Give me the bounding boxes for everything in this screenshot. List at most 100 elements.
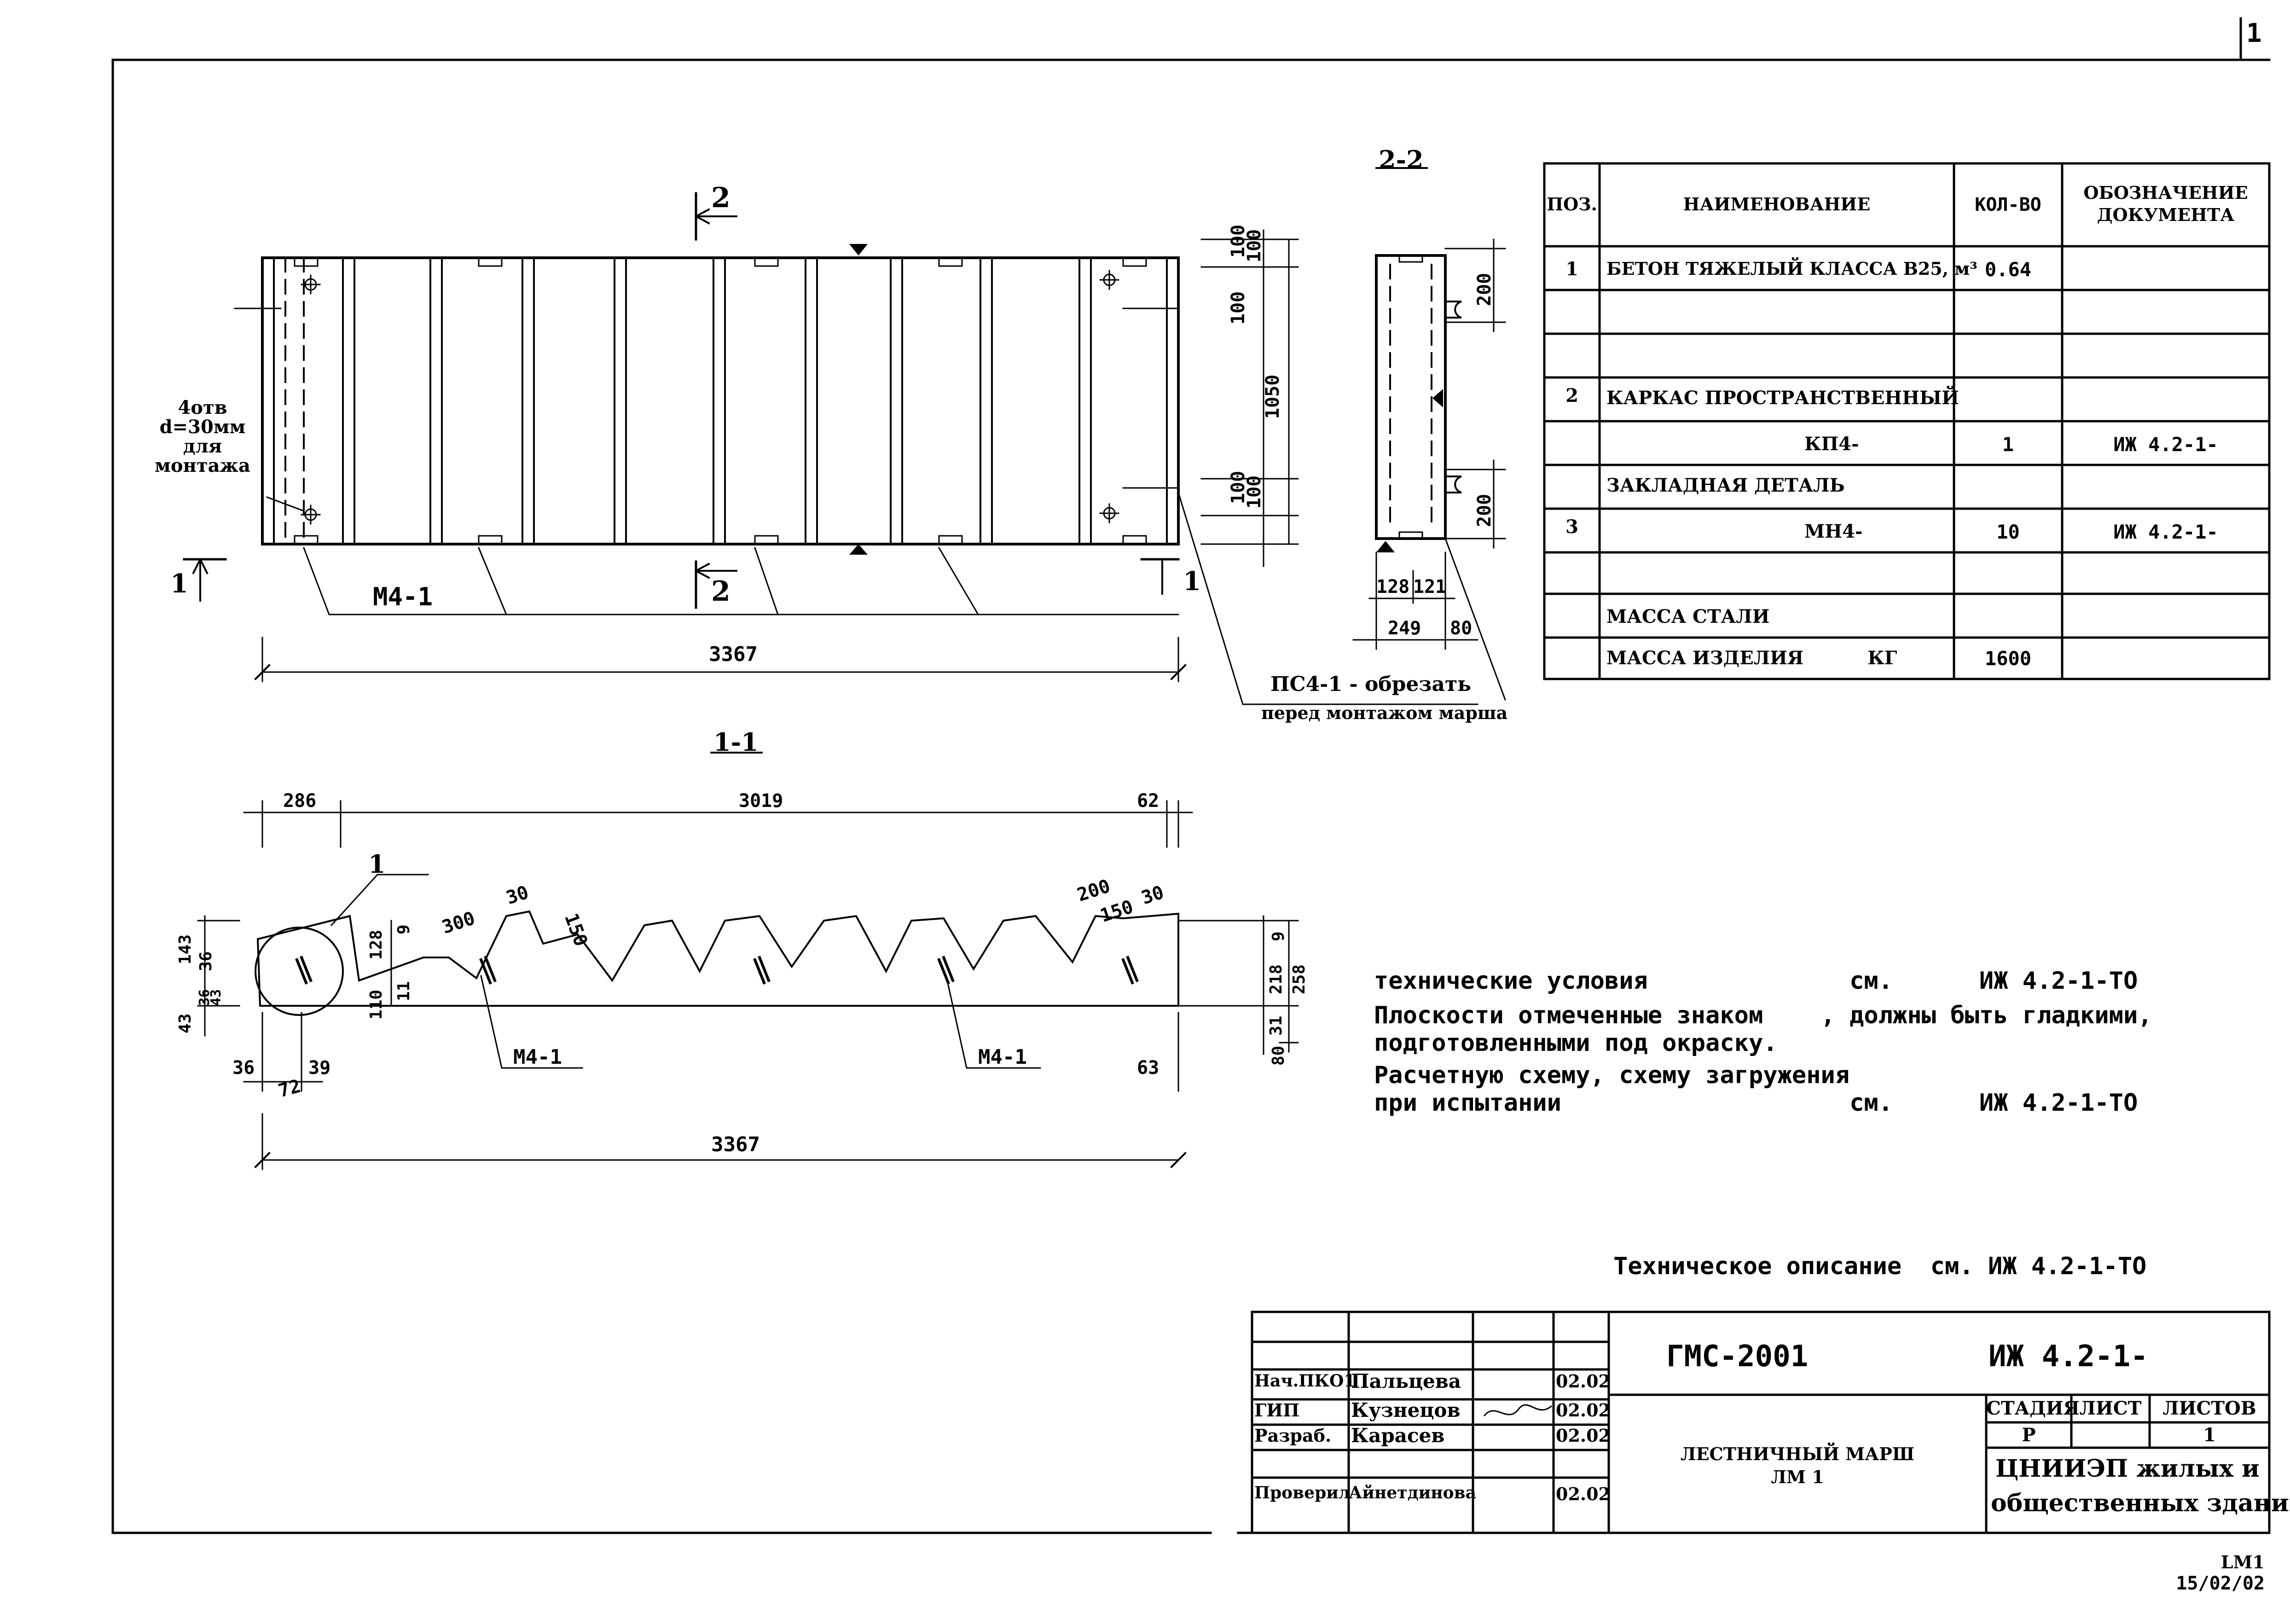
section-2-mark-bottom: 2 (711, 575, 730, 608)
section-1-mark-left: 1 (170, 568, 188, 599)
s11-right-218: 218 (1267, 964, 1286, 994)
spec-row-4-name: КАРКАС ПРОСТРАНСТВЕННЫЙ (1606, 387, 1959, 409)
spec-header-doc: ОБОЗНАЧЕНИЕ ДОКУМЕНТА (2083, 182, 2248, 225)
title-block-grid (1251, 1311, 2271, 1534)
tb-title-line1: ЛЕСТНИЧНЫЙ МАРШ (1680, 1444, 1915, 1464)
tb-role-4: Проверил (1254, 1483, 1351, 1502)
plan-dim-right-bottom: 100 (1244, 475, 1265, 509)
tech-description-note: Техническое описание см. ИЖ 4.2-1-ТО (1613, 1253, 2147, 1280)
section-1-mark-right: 1 (1183, 566, 1201, 597)
plan-length-dim: 3367 (709, 643, 758, 666)
spec-row-7-name: МН4- (1804, 521, 1863, 542)
s11-left-43a: 43 (176, 1013, 195, 1033)
s11-right-9: 9 (1269, 931, 1288, 941)
section-2-2 (1352, 167, 1506, 701)
tb-role-2: ГИП (1254, 1400, 1300, 1421)
rebar-hatch (295, 956, 1139, 985)
tb-doc-number: ИЖ 4.2-1- (1989, 1340, 2148, 1374)
spec-row-4-pos: 2 (1565, 385, 1578, 406)
s11-right-80: 80 (1269, 1045, 1288, 1066)
s11-bottom-39: 39 (308, 1057, 331, 1079)
s11-left-11: 11 (394, 981, 413, 1001)
s11-left-110: 110 (367, 989, 386, 1020)
tb-name-4: Айнетдинова (1349, 1483, 1476, 1502)
tb-stage-value: Р (2022, 1424, 2036, 1446)
plan-view (183, 192, 1478, 705)
spec-row-1-name: БЕТОН ТЯЖЕЛЫЙ КЛАССА В25, м³ (1606, 258, 1977, 279)
spec-row-5-qty: 1 (2002, 433, 2014, 456)
embedded-plates (294, 257, 1147, 545)
s22-dim-80: 80 (1450, 618, 1473, 639)
s11-left-36a: 36 (197, 951, 215, 971)
spec-row-6-name: ЗАКЛАДНАЯ ДЕТАЛЬ (1606, 475, 1845, 496)
ps41-note-line1: ПС4-1 - обрезать (1270, 673, 1472, 696)
tb-name-2: Кузнецов (1351, 1399, 1461, 1421)
s11-top-dim-3019: 3019 (739, 790, 783, 812)
spec-row-7-doc: ИЖ 4.2-1- (2113, 521, 2218, 543)
plan-dim-right-top: 100 (1244, 229, 1265, 262)
tb-role-3: Разраб. (1254, 1425, 1332, 1446)
s11-left-128: 128 (367, 929, 386, 960)
section-1-1-title: 1-1 (713, 727, 759, 757)
s11-bottom-63: 63 (1137, 1057, 1159, 1079)
note-line-3: подготовленными под окраску. (1374, 1029, 1778, 1057)
mounting-holes (301, 270, 1119, 525)
spec-header-pos: ПОЗ. (1547, 194, 1597, 215)
tb-sheets-header: ЛИСТОВ (2162, 1398, 2256, 1419)
s11-left-143: 143 (176, 934, 195, 964)
s11-bottom-36: 36 (232, 1057, 255, 1079)
tb-title-line2: ЛМ 1 (1771, 1467, 1824, 1487)
s11-bottom-72: 72 (276, 1075, 303, 1102)
s22-dim-200-top: 200 (1474, 273, 1495, 306)
note-line-5: при испытании см. ИЖ 4.2-1-ТО (1374, 1089, 2138, 1117)
s22-dim-200-bottom: 200 (1474, 493, 1495, 527)
s22-dim-121: 121 (1413, 576, 1447, 597)
tb-role-1: Нач.ПКО1 (1254, 1371, 1356, 1391)
stamp-date: 15/02/02 (2176, 1573, 2265, 1594)
s11-left-9: 9 (394, 924, 413, 934)
s11-top-dim-62: 62 (1137, 790, 1159, 812)
page-number: 1 (2246, 18, 2262, 48)
section-2-2-title: 2-2 (1379, 145, 1424, 174)
s11-callout-1: 1 (368, 849, 386, 879)
tb-code: ГМС-2001 (1666, 1340, 1809, 1374)
plan-rib-lines (273, 257, 1168, 545)
s11-right-31: 31 (1267, 1015, 1286, 1036)
tb-date-3: 02.02 (1556, 1425, 1611, 1446)
spec-row-9-name: МАССА СТАЛИ (1606, 606, 1770, 627)
holes-note: 4отв d=30мм для монтажа (155, 397, 250, 476)
tb-stage-header: СТАДИЯ (1986, 1398, 2080, 1419)
spec-row-10-name: МАССА ИЗДЕЛИЯ КГ (1606, 647, 1897, 669)
section-2-mark-top: 2 (711, 182, 730, 214)
plan-dim-left-2: 100 (1228, 291, 1249, 325)
tb-date-4: 02.02 (1556, 1484, 1611, 1504)
spec-row-7-pos: 3 (1565, 516, 1578, 538)
s11-right-258: 258 (1290, 964, 1309, 994)
tb-name-1: Пальцева (1351, 1370, 1461, 1392)
s11-m41-label-1: М4-1 (513, 1045, 562, 1069)
smooth-mark-bottom (849, 544, 868, 555)
plan-m41-label: М4-1 (373, 582, 433, 611)
tb-org-line1: ЦНИИЭП жилых и (1995, 1455, 2260, 1483)
spec-header-qty: КОЛ-ВО (1975, 194, 2041, 215)
stamp-file: LM1 (2220, 1552, 2265, 1572)
spec-header-name: НАИМЕНОВАНИЕ (1683, 194, 1871, 215)
s22-dim-128: 128 (1376, 576, 1410, 597)
spec-row-1-qty: 0.64 (1984, 258, 2032, 281)
smooth-mark-top (849, 244, 868, 255)
note-line-2: Плоскости отмеченные знаком , должны быт… (1374, 1002, 2152, 1029)
tb-sheets-value: 1 (2203, 1424, 2216, 1446)
spec-row-7-qty: 10 (1996, 521, 2020, 543)
spec-table-grid (1543, 162, 2271, 680)
tb-org-line2: общественных зданий (1991, 1489, 2290, 1517)
tb-date-2: 02.02 (1556, 1400, 1611, 1421)
spec-row-1-pos: 1 (1565, 258, 1578, 280)
note-line-4: Расчетную схему, схему загружения (1374, 1061, 1850, 1089)
tb-date-1: 02.02 (1556, 1371, 1611, 1392)
ps41-note-line2: перед монтажом марша (1261, 702, 1508, 723)
s11-top-dim-286: 286 (283, 790, 317, 812)
s11-left-43b: 43 (208, 989, 224, 1006)
section-1-1 (197, 752, 1299, 1170)
tb-name-3: Карасев (1351, 1424, 1445, 1447)
spec-row-5-name: КП4- (1804, 433, 1859, 455)
